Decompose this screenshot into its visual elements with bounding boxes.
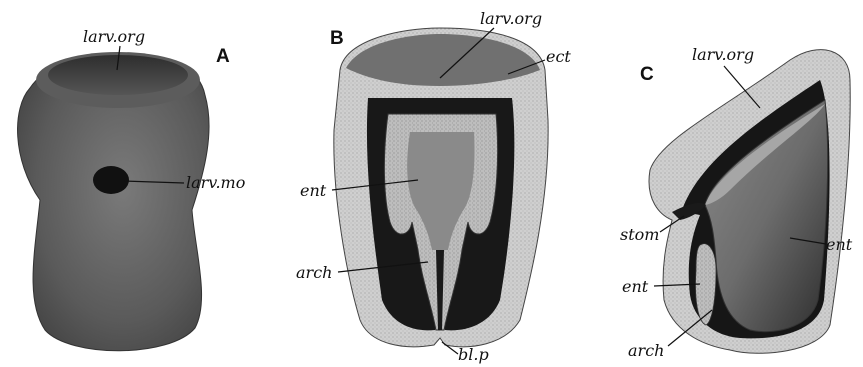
panel-a: A larv.org larv.mo — [18, 27, 246, 351]
panel-a-letter: A — [216, 46, 230, 67]
panel-c-label-arch: arch — [628, 341, 664, 360]
panel-b-label-ect: ect — [546, 47, 571, 66]
panel-c-letter: C — [640, 64, 654, 85]
panel-b-label-ent: ent — [300, 181, 327, 200]
panel-b-label-bl-p: bl.p — [458, 345, 489, 364]
panel-c-label-stom: stom — [620, 225, 659, 244]
panel-a-label-larv-org: larv.org — [83, 27, 145, 46]
panel-c: C larv.org stom ent ent arch — [620, 45, 853, 360]
panel-a-label-larv-mo: larv.mo — [186, 173, 245, 192]
panel-a-larval-mouth — [93, 166, 129, 194]
panel-b-letter: B — [330, 28, 344, 49]
panel-b: B larv.org ect ent arch bl.p — [296, 9, 571, 364]
panel-c-label-ent-right: ent — [826, 235, 853, 254]
panel-c-label-ent-left: ent — [622, 277, 649, 296]
panel-b-label-arch: arch — [296, 263, 332, 282]
panel-c-label-larv-org: larv.org — [692, 45, 754, 64]
panel-b-label-larv-org: larv.org — [480, 9, 542, 28]
